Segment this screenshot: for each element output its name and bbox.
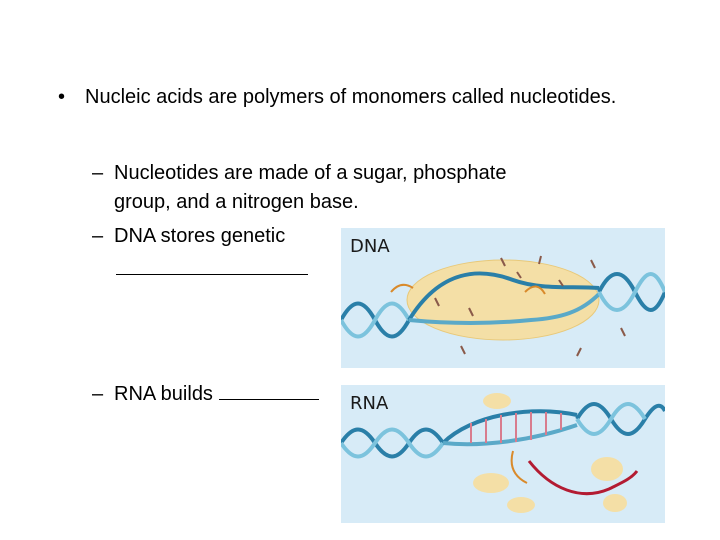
- sub-bullet-nucleotides-cont: group, and a nitrogen base.: [114, 190, 359, 214]
- sub-bullet-rna: –RNA builds: [92, 379, 319, 406]
- main-bullet-text: Nucleic acids are polymers of monomers c…: [85, 86, 617, 108]
- dna-figure: DNA: [341, 228, 665, 368]
- fill-in-blank: [116, 254, 308, 275]
- dash-marker: –: [92, 162, 104, 184]
- sub-bullet-dna: –DNA stores genetic: [92, 224, 285, 248]
- rna-figure-label: RNA: [350, 393, 389, 414]
- sub-bullet-nucleotides-line2: group, and a nitrogen base.: [114, 191, 359, 213]
- sub-bullet-nucleotides: –Nucleotides are made of a sugar, phosph…: [92, 161, 506, 185]
- sub-bullet-rna-text: RNA builds: [114, 383, 213, 405]
- dash-marker: –: [92, 225, 104, 247]
- rna-figure: RNA: [341, 385, 665, 523]
- bullet-marker: •: [58, 86, 66, 108]
- dna-replication-icon: [341, 255, 665, 357]
- sub-bullet-nucleotides-line1: Nucleotides are made of a sugar, phospha…: [114, 162, 507, 184]
- sub-bullet-dna-text: DNA stores genetic: [114, 225, 286, 247]
- dash-marker: –: [92, 383, 104, 405]
- main-bullet: • Nucleic acids are polymers of monomers …: [58, 86, 616, 109]
- dna-blank-line: [116, 254, 308, 281]
- rna-transcription-icon: [341, 393, 665, 513]
- dna-figure-label: DNA: [350, 236, 390, 257]
- fill-in-blank: [218, 379, 319, 400]
